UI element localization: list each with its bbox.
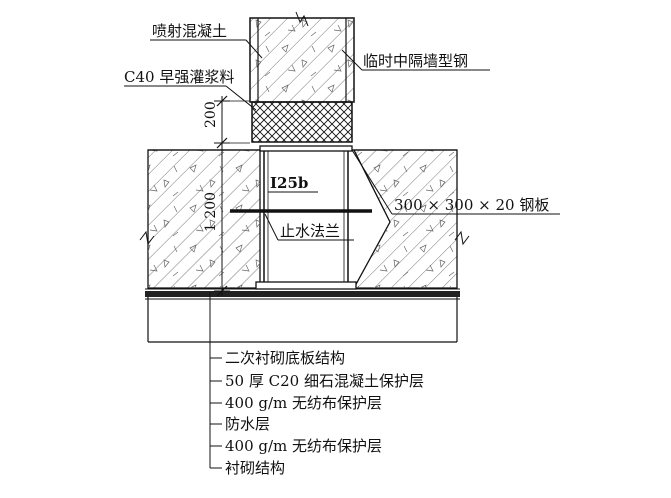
layer-item: 衬砌结构: [225, 459, 285, 477]
label-steel-plate: 300 × 300 × 20 钢板: [351, 149, 560, 215]
break-mark-left: [139, 230, 155, 246]
steel-plate: [255, 281, 357, 290]
label-shotcrete: 喷射混凝土: [150, 22, 263, 59]
dimension-lower: 1 200: [203, 192, 219, 232]
water-stop-flange-label: 止水法兰: [280, 222, 340, 240]
break-mark-right: [454, 230, 470, 246]
dimension-lines: 200 1 200: [203, 95, 250, 297]
grout-label: C40 早强灌浆料: [124, 68, 234, 86]
waterproof-layers: [145, 288, 460, 343]
base-slab: [139, 149, 470, 289]
layer-item: 400 g/m 无纺布保护层: [225, 437, 382, 455]
layer-item: 400 g/m 无纺布保护层: [225, 394, 382, 412]
label-i-beam: I25b: [268, 174, 318, 193]
label-grout: C40 早强灌浆料: [124, 68, 257, 111]
dimension-upper: 200: [203, 101, 219, 128]
layer-callout: 二次衬砌底板结构 50 厚 C20 细石混凝土保护层 400 g/m 无纺布保护…: [209, 292, 424, 477]
grout-zone: [251, 101, 353, 143]
shotcrete-label: 喷射混凝土: [152, 22, 227, 40]
layer-item: 二次衬砌底板结构: [225, 349, 345, 367]
i-beam-label: I25b: [270, 174, 308, 192]
layer-item: 防水层: [225, 415, 270, 433]
temp-wall-steel-label: 临时中隔墙型钢: [363, 52, 468, 70]
layer-item: 50 厚 C20 细石混凝土保护层: [225, 372, 424, 390]
label-temp-wall: 临时中隔墙型钢: [341, 49, 490, 71]
break-mark: [295, 11, 309, 27]
temporary-wall-upper: [249, 11, 355, 103]
label-water-stop: 止水法兰: [264, 213, 354, 241]
steel-plate-label: 300 × 300 × 20 钢板: [394, 196, 549, 214]
i-beam-column: [255, 145, 357, 290]
